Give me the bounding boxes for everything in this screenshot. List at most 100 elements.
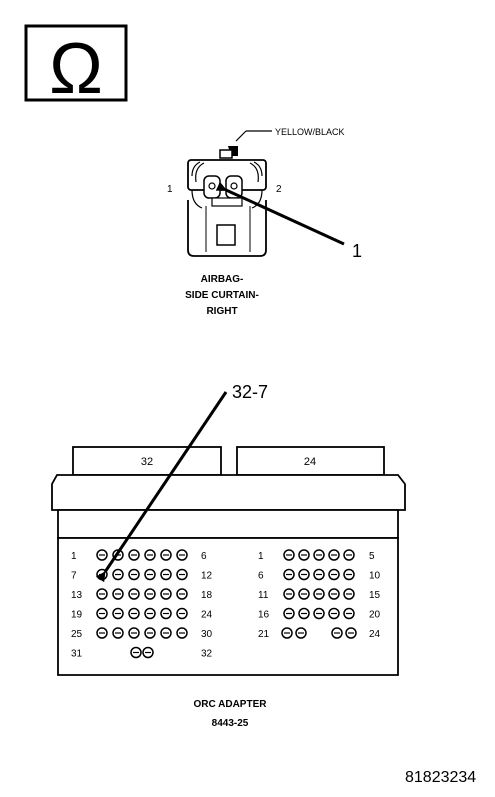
pin-row-end-label: 24 (201, 610, 213, 621)
pin-socket (281, 627, 293, 639)
pin-socket (160, 588, 172, 600)
pin-socket (298, 568, 310, 581)
wire-color-label: YELLOW/BLACK (275, 127, 345, 137)
pin-row-end-label: 20 (369, 610, 381, 621)
pin-row-end-label: 5 (369, 551, 375, 562)
pin-row-start-label: 11 (258, 590, 269, 601)
svg-text:8443-25: 8443-25 (212, 718, 249, 729)
pin-label-1: 1 (167, 184, 173, 195)
pin-socket (343, 568, 355, 581)
airbag-connector: YELLOW/BLACK 1 2 1 AIRBAG- SIDE CURTAIN-… (167, 127, 362, 317)
svg-text:AIRBAG-: AIRBAG- (201, 274, 244, 285)
pin-socket (128, 588, 140, 600)
svg-text:ORC ADAPTER: ORC ADAPTER (194, 699, 268, 710)
pin-socket (160, 568, 172, 581)
pin-row-start-label: 6 (258, 571, 264, 582)
pin-socket (298, 607, 310, 620)
pin-socket (328, 588, 340, 600)
pin-socket (343, 607, 355, 620)
pin-socket (343, 588, 355, 600)
pin-row-start-label: 21 (258, 629, 270, 640)
pin-socket (176, 568, 188, 581)
pin-row-start-label: 25 (71, 629, 83, 640)
pin-socket (176, 607, 188, 620)
pin-row-end-label: 24 (369, 629, 381, 640)
pin-socket (313, 607, 325, 620)
pin-socket (313, 549, 325, 561)
pin-socket (112, 568, 124, 581)
pin-row-start-label: 31 (71, 649, 83, 660)
pin-socket (128, 549, 140, 561)
pin-socket (96, 627, 108, 639)
pin-row-end-label: 6 (201, 551, 207, 562)
pin-socket (313, 588, 325, 600)
pin-socket (176, 549, 188, 561)
pin-row-start-label: 7 (71, 571, 77, 582)
pin-socket (283, 549, 295, 561)
pin-socket (144, 549, 156, 561)
pin-row-end-label: 18 (201, 590, 213, 601)
pin-socket (112, 627, 124, 639)
pin-row-end-label: 10 (369, 571, 381, 582)
figure-id: 81823234 (405, 769, 476, 786)
pin-socket (128, 607, 140, 620)
svg-text:Ω: Ω (49, 29, 103, 109)
pin-socket (112, 588, 124, 600)
pin-row-start-label: 1 (258, 551, 264, 562)
pin-socket (160, 627, 172, 639)
pin-socket (144, 588, 156, 600)
pin-socket (142, 646, 154, 659)
pin-row-start-label: 13 (71, 590, 83, 601)
svg-text:RIGHT: RIGHT (206, 306, 237, 317)
pin-socket (112, 607, 124, 620)
block-label-32: 32 (141, 456, 153, 468)
block-label-24: 24 (304, 456, 316, 468)
pin-row: 31 32 (71, 646, 213, 660)
pin-socket (345, 627, 357, 639)
pin-socket (160, 607, 172, 620)
pin-row-start-label: 16 (258, 610, 270, 621)
callout-32-7: 32-7 (232, 382, 268, 402)
connector-title: AIRBAG- SIDE CURTAIN- RIGHT (185, 274, 259, 317)
pin-socket (295, 627, 307, 639)
pin-socket (283, 607, 295, 620)
pin-socket (331, 627, 343, 639)
pin-socket (176, 588, 188, 600)
pin-socket (128, 627, 140, 639)
pin-socket (128, 568, 140, 581)
pin-socket (298, 588, 310, 600)
ohmmeter-icon: Ω (24, 24, 128, 109)
adapter-title: ORC ADAPTER 8443-25 (194, 699, 268, 729)
pin-socket (313, 568, 325, 581)
pin-row-end-label: 15 (369, 590, 381, 601)
pin-socket (96, 549, 108, 561)
pin-row-start-label: 19 (71, 610, 83, 621)
pin-socket (283, 588, 295, 600)
pin-row-end-label: 30 (201, 629, 213, 640)
pin-socket (328, 568, 340, 581)
pin-socket (96, 588, 108, 600)
pin-row: 13 18 (71, 588, 213, 601)
pin-row: 21 24 (258, 627, 381, 640)
pin-socket (96, 607, 108, 620)
pin-socket (176, 627, 188, 639)
pin-socket (144, 568, 156, 581)
pin-socket (343, 549, 355, 561)
pin-socket (298, 549, 310, 561)
pin-socket (130, 646, 142, 659)
pin-row-end-label: 32 (201, 649, 213, 660)
pin-row-start-label: 1 (71, 551, 77, 562)
pin-row: 11 15 (258, 588, 381, 601)
svg-text:SIDE CURTAIN-: SIDE CURTAIN- (185, 290, 259, 301)
pin-socket (144, 607, 156, 620)
pin-label-2: 2 (276, 184, 282, 195)
pin-row: 6 10 (258, 568, 381, 582)
